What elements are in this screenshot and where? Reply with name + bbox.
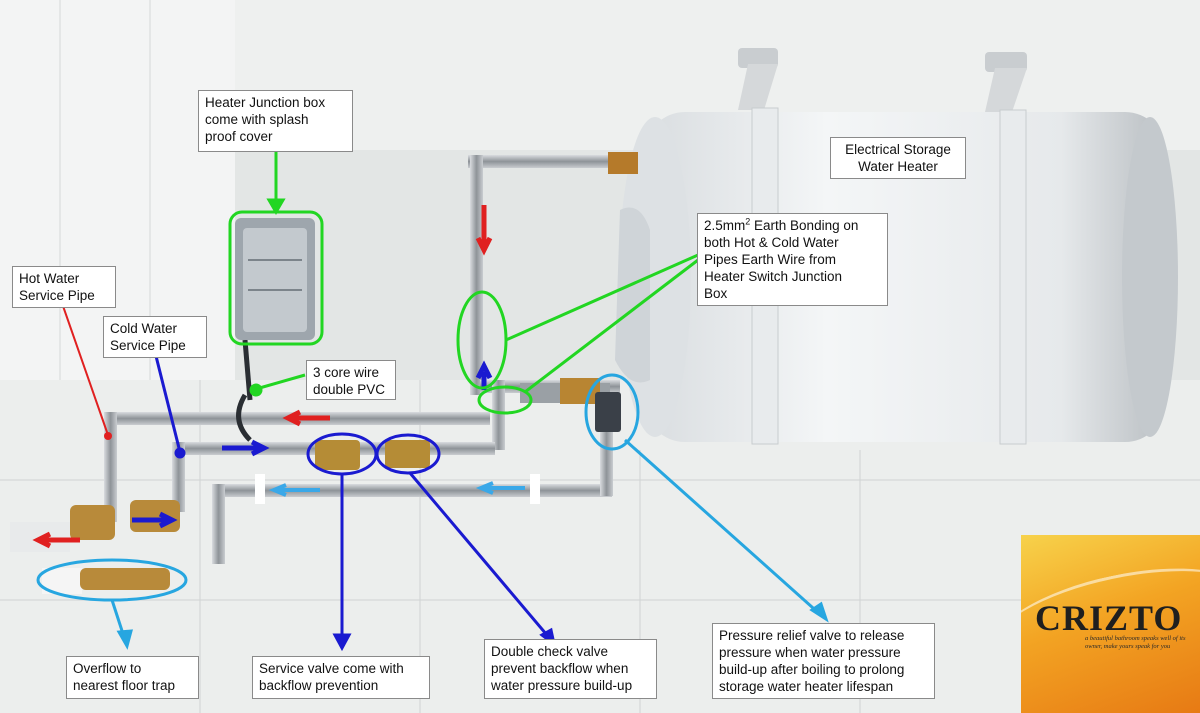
brand-logo: CRIZTO a beautiful bathroom speaks well …	[1021, 535, 1200, 713]
blue-callouts	[153, 351, 557, 652]
label-earth-bonding-sup: 2	[745, 216, 751, 227]
junction-box	[235, 218, 315, 340]
flow-arrows	[32, 205, 525, 549]
pipework	[10, 152, 638, 594]
arrow-cold-right-1	[222, 439, 270, 457]
pressure-relief-highlight	[584, 373, 640, 451]
light-blue-callouts	[36, 373, 829, 650]
label-earth-bonding-pre: 2.5mm	[704, 218, 746, 233]
arrow-overflow-left-1	[268, 483, 320, 497]
label-storage-heater: Electrical Storage Water Heater	[830, 137, 966, 179]
label-double-check-valve: Double check valve prevent backflow when…	[484, 639, 657, 699]
water-heater-tank	[615, 107, 1178, 445]
label-hot-water-pipe: Hot Water Service Pipe	[12, 266, 116, 308]
label-overflow: Overflow to nearest floor trap	[66, 656, 199, 699]
green-callouts	[228, 152, 699, 415]
earth-bonding-highlight-2	[477, 385, 533, 415]
label-three-core-wire: 3 core wire double PVC	[306, 360, 396, 400]
arrow-hot-down	[475, 205, 493, 256]
brand-tagline: a beautiful bathroom speaks well of its …	[1085, 635, 1186, 650]
bracket-left	[738, 48, 778, 68]
label-earth-bonding: 2.5mm2 Earth Bonding on both Hot & Cold …	[697, 213, 888, 306]
double-check-valve-highlight	[375, 433, 441, 475]
arrow-hot-left-1	[282, 409, 330, 427]
brand-name: CRIZTO	[1035, 598, 1183, 638]
red-callout	[62, 305, 112, 440]
arrow-hot-left-2	[32, 531, 80, 549]
label-junction-box: Heater Junction box come with splash pro…	[198, 90, 353, 152]
label-service-valve: Service valve come with backflow prevent…	[252, 656, 430, 699]
label-pressure-relief: Pressure relief valve to release pressur…	[712, 623, 935, 699]
arrow-overflow-left-2	[475, 481, 525, 495]
bracket-right	[985, 52, 1027, 72]
label-cold-water-pipe: Cold Water Service Pipe	[103, 316, 207, 358]
label-earth-bonding-post: Earth Bonding on both Hot & Cold Water P…	[704, 218, 859, 301]
arrow-cold-right-2	[132, 511, 178, 529]
